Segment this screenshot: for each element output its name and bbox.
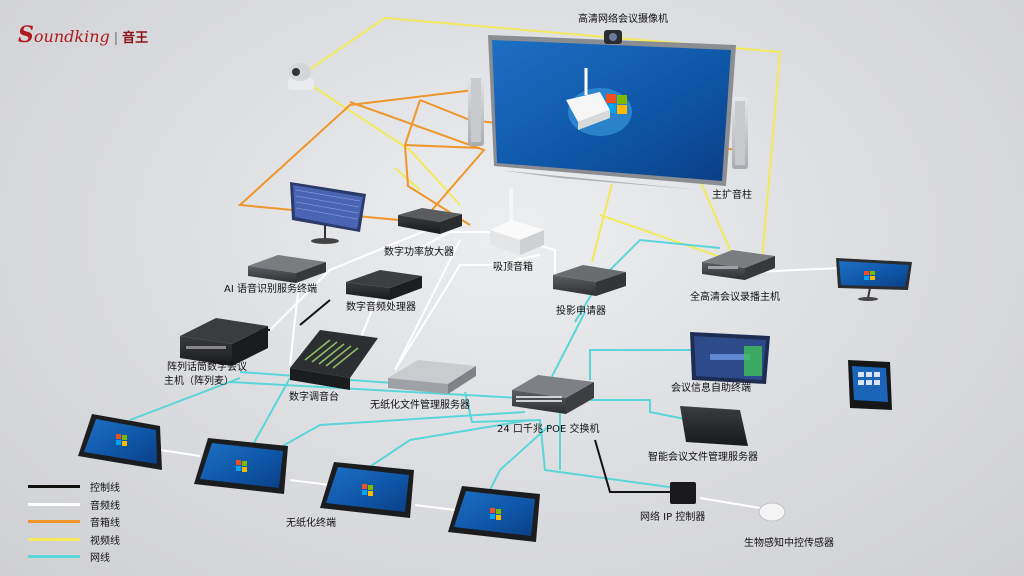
legend-item-network: 网线 <box>28 548 120 566</box>
audio-processor-device <box>346 270 422 300</box>
paperless-terminal-3 <box>320 462 414 518</box>
label-biosensor: 生物感知中控传感器 <box>744 538 834 549</box>
label-array-mic-2: 主机（阵列麦） <box>164 376 234 387</box>
legend-swatch-audio <box>28 502 80 506</box>
poe-switch-device <box>512 375 594 414</box>
main-display <box>488 35 736 190</box>
ai-monitor-icon <box>290 182 366 244</box>
ceiling-speaker-on-screen-icon <box>566 68 610 130</box>
left-column-speaker-icon <box>468 74 484 146</box>
logo-cn: 音王 <box>122 31 149 46</box>
label-paperless-terminal: 无纸化终端 <box>286 518 336 529</box>
legend: 控制线 音频线 音箱线 视频线 网线 <box>28 478 120 566</box>
legend-item-speaker: 音箱线 <box>28 513 120 531</box>
file-server-device <box>680 406 748 446</box>
legend-label-video: 视频线 <box>90 535 120 547</box>
legend-item-video: 视频线 <box>28 531 120 549</box>
label-array-mic: 阵列话筒数字会议 <box>167 362 247 373</box>
tablet-icon <box>848 360 892 410</box>
paperless-terminal-4 <box>448 486 540 542</box>
legend-label-audio: 音频线 <box>90 500 120 512</box>
logo-mark: S <box>18 22 34 48</box>
windows-logo-icon <box>606 94 627 114</box>
array-mic-host-device <box>180 318 268 366</box>
legend-swatch-network <box>28 555 80 559</box>
mixer-device <box>290 330 378 390</box>
label-speaker: 主扩音柱 <box>712 190 752 201</box>
label-power-amp: 数字功率放大器 <box>384 247 454 258</box>
legend-label-network: 网线 <box>90 553 110 565</box>
label-poe-switch: 24 口千兆 POE 交换机 <box>497 424 600 435</box>
legend-item-audio: 音频线 <box>28 496 120 514</box>
info-terminal-device <box>690 332 770 384</box>
ip-controller-device <box>670 482 696 504</box>
display-camera-icon <box>604 30 622 44</box>
label-mixer: 数字调音台 <box>289 392 339 403</box>
biosensor-device <box>758 502 786 522</box>
label-paperless-server: 无纸化文件管理服务器 <box>370 400 470 411</box>
legend-label-speaker: 音箱线 <box>90 518 120 530</box>
label-ai-terminal: AI 语音识别服务终端 <box>224 284 317 295</box>
right-column-speaker-icon <box>732 97 748 169</box>
label-info-terminal: 会议信息自助终端 <box>671 383 751 394</box>
label-file-server: 智能会议文件管理服务器 <box>648 452 758 463</box>
ceiling-speaker-device <box>490 188 544 255</box>
ptz-camera-icon <box>288 63 314 90</box>
brand-logo: Soundking|音王 <box>18 22 148 48</box>
paperless-server-device <box>388 360 476 394</box>
paperless-terminal-2 <box>194 438 288 494</box>
label-projector-controller: 投影申请器 <box>556 306 606 317</box>
legend-swatch-video <box>28 537 80 541</box>
label-audio-processor: 数字音频处理器 <box>346 302 416 313</box>
logo-separator: | <box>113 31 119 46</box>
recorder-monitor-icon <box>836 258 912 301</box>
legend-swatch-control <box>28 485 80 489</box>
legend-swatch-speaker <box>28 520 80 524</box>
power-amp-device <box>398 208 462 234</box>
label-ceiling-speaker: 吸顶音箱 <box>493 262 533 273</box>
legend-label-control: 控制线 <box>90 483 120 495</box>
video-lines <box>299 16 782 263</box>
label-recorder: 全高清会议录播主机 <box>690 292 780 303</box>
label-ip-controller: 网络 IP 控制器 <box>640 512 706 523</box>
ai-terminal-device <box>248 255 326 283</box>
projector-controller-device <box>553 265 626 296</box>
recorder-device <box>702 250 775 280</box>
paperless-terminal-1 <box>78 414 162 470</box>
legend-item-control: 控制线 <box>28 478 120 496</box>
label-camera: 高清网络会议摄像机 <box>578 14 668 25</box>
logo-text: oundking <box>33 27 110 46</box>
